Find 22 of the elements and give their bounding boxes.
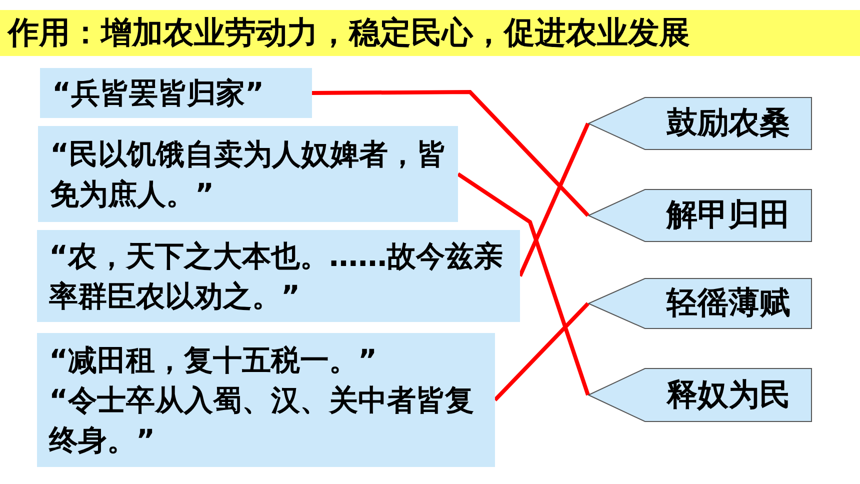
pentagon-tag (588, 278, 812, 329)
quote-text: “兵皆罢皆归家” (52, 75, 266, 112)
quote-box (37, 333, 495, 467)
pentagon-tag (588, 97, 812, 150)
quote-text: “减田租，复十五税一。” (49, 342, 378, 379)
tag-text: 释奴为民 (666, 380, 790, 410)
pentagon-tag (588, 368, 812, 422)
tag-text: 解甲归田 (666, 200, 790, 231)
quote-text: “令士卒从入蜀、汉、关中者皆复终身。” (49, 382, 476, 459)
tag-text: 鼓励农桑 (666, 108, 790, 139)
quote-box (40, 68, 312, 118)
title-banner: 作用：增加农业劳动力，稳定民心，促进农业发展 (0, 10, 860, 56)
connector-line (518, 122, 590, 277)
quote-text: “民以饥饿自卖为人奴婢者，皆免为庶人。” (50, 136, 448, 213)
tag-text: 轻徭薄赋 (666, 288, 790, 319)
connector-line (456, 172, 590, 396)
pentagon-tag (588, 189, 812, 242)
connector-line (312, 90, 590, 217)
quote-box (37, 230, 520, 322)
connector-line (494, 302, 590, 402)
quote-box (38, 126, 458, 222)
quote-text: “农，天下之大本也。……故今兹亲率群臣农以劝之。” (49, 238, 504, 315)
